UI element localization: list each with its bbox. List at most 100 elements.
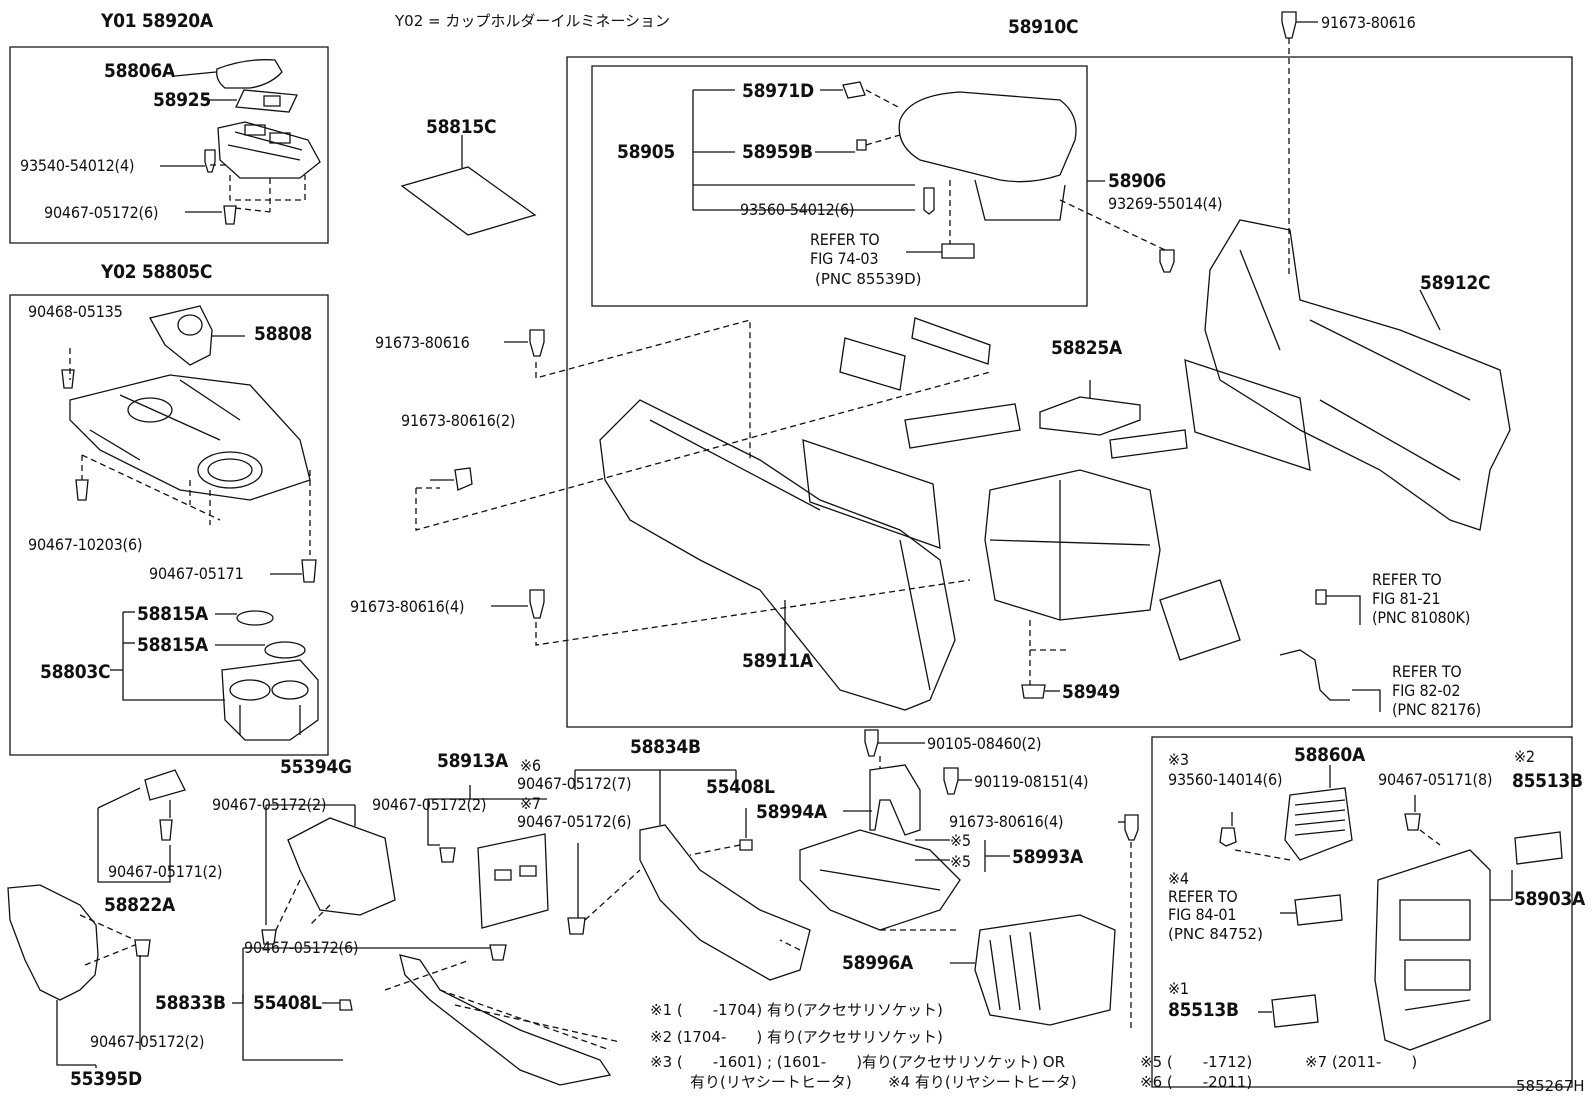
- clip-label: 90467-05172(6): [44, 203, 159, 222]
- shift-bezel-58808-shape: [150, 306, 212, 365]
- upper-cover-58806a-shape: [217, 60, 282, 88]
- screw-shape: [340, 1000, 352, 1010]
- ring-58815a-label: 58815A: [137, 634, 208, 656]
- bolt-label: 91673-80616(4): [949, 812, 1064, 831]
- clip-shape: [262, 930, 276, 944]
- mat-58815c-label: 58815C: [426, 116, 497, 138]
- trim-58833b-shape: [400, 955, 610, 1085]
- clip-label: 90467-05171(8): [1378, 770, 1493, 789]
- refer-pnc-text: (PNC 81080K): [1372, 608, 1471, 627]
- y02-legend-note: Y02 = カップホルダーイルミネーション: [395, 12, 671, 30]
- part-58925-label: 58925: [153, 89, 211, 111]
- screw-label: 93540-54012(4): [20, 156, 135, 175]
- footnote-marker-4: ※4: [1168, 869, 1189, 888]
- ecu-58996a-shape: [975, 915, 1115, 1025]
- group-box-y02: [10, 295, 328, 755]
- clip-label: 90467-05171: [149, 564, 244, 583]
- footnote-7: ※7 (2011- ): [1305, 1053, 1418, 1071]
- clip-shape: [568, 918, 585, 934]
- part-58808-label: 58808: [254, 323, 312, 345]
- refer-fig-text: FIG 74-03: [810, 249, 879, 268]
- main-assembly-label: 58910C: [1008, 16, 1079, 38]
- insulator-pad-shape: [1185, 360, 1310, 470]
- refer-pnc-text: (PNC 82176): [1392, 700, 1481, 719]
- part-58949-label: 58949: [1062, 681, 1120, 703]
- vent-58860a-shape: [1285, 788, 1352, 860]
- part-58903a-label: 58903A: [1514, 888, 1585, 910]
- refer-to-text: REFER TO: [810, 230, 880, 249]
- part-58860a-label: 58860A: [1294, 744, 1365, 766]
- part-58911a-label: 58911A: [742, 650, 813, 672]
- bolt-label: 90105-08460(2): [927, 734, 1042, 753]
- clip-label: 90467-05172(2): [90, 1032, 205, 1051]
- footnote-marker-3: ※3: [1168, 750, 1189, 769]
- footnote-4: ※4 有り(リヤシートヒータ): [888, 1073, 1077, 1091]
- bracket-shape: [905, 404, 1020, 448]
- screw-label: 93560-14014(6): [1168, 770, 1283, 789]
- top-bolt-label: 91673-80616: [1321, 13, 1416, 32]
- part-58971d-label: 58971D: [742, 80, 814, 102]
- illustration-ref-number: 585267H: [1516, 1077, 1585, 1095]
- garnish-58834b-shape: [640, 825, 810, 980]
- clip-shape: [1405, 814, 1420, 830]
- clip-shape: [302, 560, 316, 582]
- footnote-6: ※6 ( -2011): [1140, 1073, 1253, 1091]
- bolt-shape: [530, 590, 544, 618]
- insulator-pad-shape: [803, 440, 940, 548]
- screw-shape: [857, 140, 866, 150]
- footnote-3: ※3 ( -1601) ; (1601- )有り(アクセサリソケット) OR: [650, 1053, 1066, 1071]
- screw-shape: [205, 150, 215, 172]
- tray-58825a-shape: [1040, 397, 1140, 435]
- refer-pnc-text: (PNC 85539D): [815, 270, 922, 288]
- screw-shape: [740, 840, 752, 850]
- ring-58815a-label: 58815A: [137, 603, 208, 625]
- group-box-y01: [10, 47, 328, 243]
- ring-shape: [236, 610, 274, 626]
- part-58834b-label: 58834B: [630, 736, 701, 758]
- bracket-shape: [1110, 430, 1187, 458]
- bolt-shape: [1282, 12, 1296, 38]
- mat-58815c-shape: [402, 167, 535, 235]
- part-58994a-label: 58994A: [756, 801, 827, 823]
- clip-label: 90467-05172(7): [517, 774, 632, 793]
- part-58833b-label: 58833B: [155, 992, 226, 1014]
- ring-shape: [264, 641, 306, 659]
- base-tray-shape: [218, 122, 320, 178]
- footnote-marker-6: ※6: [520, 756, 541, 775]
- part-58912c-label: 58912C: [1420, 272, 1491, 294]
- bolt-label: 90119-08151(4): [974, 772, 1089, 791]
- switch-85513b-shape: [1515, 832, 1562, 864]
- bolt-label: 91673-80616: [375, 333, 470, 352]
- side-panel-58912c-shape: [1205, 220, 1510, 530]
- bolt-shape: [1125, 815, 1138, 840]
- switch-panel-58913a-shape: [478, 834, 548, 928]
- screw-shape: [924, 188, 934, 214]
- refer-to-text: REFER TO: [1168, 887, 1238, 906]
- bolt-shape: [944, 768, 958, 794]
- part-58906-label: 58906: [1108, 170, 1166, 192]
- part-55408l-label: 55408L: [253, 992, 322, 1014]
- rear-panel-box: [1152, 737, 1572, 1087]
- clip-label: 90468-05135: [28, 302, 123, 321]
- main-assembly-box: [567, 57, 1572, 727]
- refer-to-text: REFER TO: [1372, 570, 1442, 589]
- part-58806a-label: 58806A: [104, 60, 175, 82]
- bolt-shape: [455, 468, 472, 490]
- part-85513b-label: 85513B: [1168, 999, 1239, 1021]
- part-58993a-label: 58993A: [1012, 846, 1083, 868]
- group-label-y02: Y02 58805C: [101, 261, 213, 283]
- part-58996a-label: 58996A: [842, 952, 913, 974]
- part-58959b-label: 58959B: [742, 141, 813, 163]
- screw-shape: [1220, 828, 1236, 846]
- clip-label: 90467-05172(2): [212, 795, 327, 814]
- part-58905-label: 58905: [617, 141, 675, 163]
- panel-58925-shape: [236, 90, 297, 112]
- refer-pnc-text: (PNC 84752): [1168, 925, 1263, 943]
- side-cover-55395d-shape: [8, 885, 98, 1000]
- bolt-shape: [865, 730, 878, 756]
- label-sticker-shape: [942, 244, 974, 258]
- group-label-y01: Y01 58920A: [101, 10, 213, 32]
- part-58822a-label: 58822A: [104, 894, 175, 916]
- bracket-shape: [912, 318, 990, 364]
- armrest-subbox: [592, 66, 1087, 306]
